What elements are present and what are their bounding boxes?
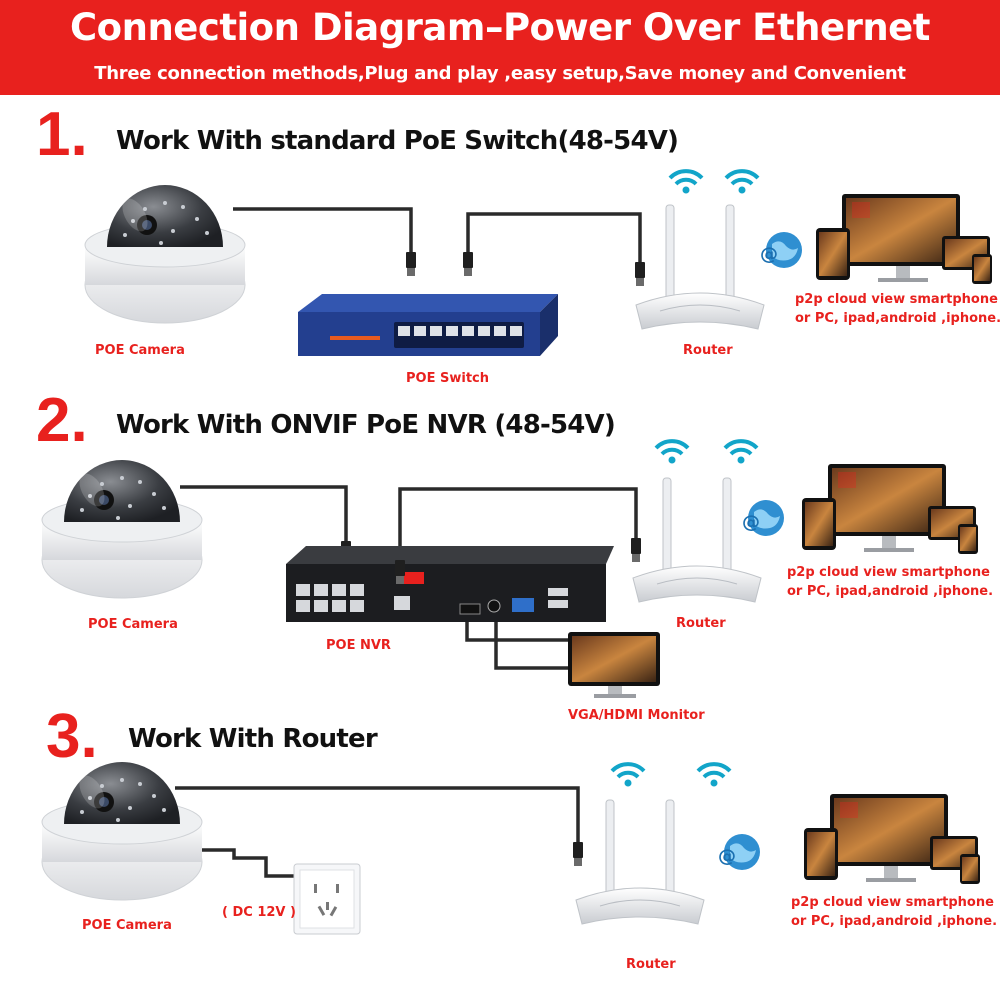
cloud-globe-icon	[742, 500, 784, 536]
p2p-line-2: or PC, ipad,android ,iphone.	[787, 584, 994, 599]
section-2-monitor-label: VGA/HDMI Monitor	[568, 708, 705, 723]
wifi-icon	[654, 439, 690, 466]
section-3-power-label: ( DC 12V )	[222, 905, 296, 920]
poe-camera-1	[84, 184, 246, 324]
poe-switch	[298, 294, 558, 356]
page-title: Connection Diagram–Power Over Ethernet	[70, 6, 930, 49]
router-3	[575, 799, 705, 925]
page-subtitle: Three connection methods,Plug and play ,…	[94, 63, 906, 84]
section-1-p2p-text: p2p cloud view smartphone or PC, ipad,an…	[795, 290, 1000, 328]
viewing-devices-2	[802, 464, 978, 554]
viewing-devices-1	[816, 194, 992, 284]
p2p-line-1: p2p cloud view smartphone	[791, 895, 994, 910]
wifi-icon	[668, 169, 704, 196]
section-2-router-label: Router	[676, 616, 726, 631]
wifi-icon	[610, 762, 646, 789]
router-1	[635, 204, 765, 330]
section-2-cables	[180, 485, 638, 670]
section-3-p2p-text: p2p cloud view smartphone or PC, ipad,an…	[791, 893, 998, 931]
p2p-line-1: p2p cloud view smartphone	[787, 565, 990, 580]
poe-nvr	[286, 546, 614, 622]
p2p-line-2: or PC, ipad,android ,iphone.	[795, 311, 1000, 326]
viewing-devices-3	[804, 794, 980, 884]
section-2-title: Work With ONVIF PoE NVR (48-54V)	[116, 410, 616, 440]
cloud-globe-icon	[760, 232, 802, 268]
power-outlet	[293, 863, 361, 935]
section-3-camera-label: POE Camera	[82, 918, 172, 933]
poe-camera-2	[41, 459, 203, 599]
section-3-cables	[175, 786, 580, 878]
router-2	[632, 477, 762, 603]
cloud-globe-icon	[718, 834, 760, 870]
wifi-icon	[724, 169, 760, 196]
wifi-icon	[696, 762, 732, 789]
p2p-line-1: p2p cloud view smartphone	[795, 292, 998, 307]
section-1-title: Work With standard PoE Switch(48-54V)	[116, 126, 679, 156]
wifi-icon	[723, 439, 759, 466]
vga-hdmi-monitor	[568, 632, 660, 698]
poe-camera-3	[41, 761, 203, 901]
section-2-camera-label: POE Camera	[88, 617, 178, 632]
section-1-number: 1.	[36, 100, 88, 169]
p2p-line-2: or PC, ipad,android ,iphone.	[791, 914, 998, 929]
section-3-router-label: Router	[626, 957, 676, 972]
header-banner: Connection Diagram–Power Over Ethernet T…	[0, 0, 1000, 95]
section-1-cables	[233, 207, 642, 262]
section-3-number: 3.	[46, 702, 98, 771]
section-1-switch-label: POE Switch	[406, 371, 489, 386]
section-1-router-label: Router	[683, 343, 733, 358]
section-2-p2p-text: p2p cloud view smartphone or PC, ipad,an…	[787, 563, 994, 601]
section-3-title: Work With Router	[128, 724, 378, 754]
section-2-number: 2.	[36, 386, 88, 455]
section-1-camera-label: POE Camera	[95, 343, 185, 358]
section-2-nvr-label: POE NVR	[326, 638, 391, 653]
